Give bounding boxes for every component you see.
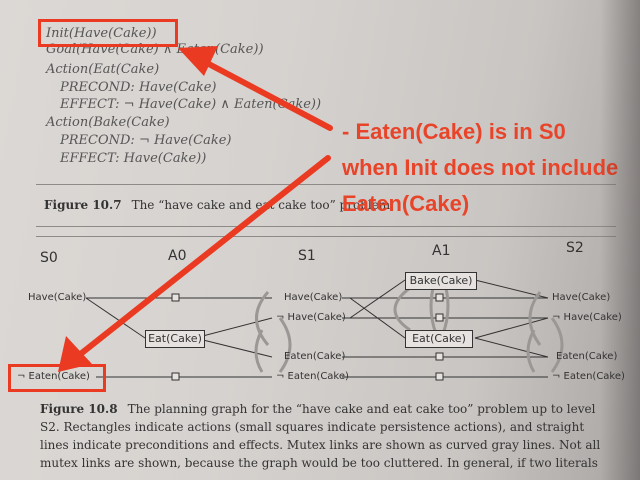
bake-action-line: Action(Bake(Cake) [46, 115, 170, 130]
a1-eat-cake: Eat(Cake) [405, 330, 473, 348]
annotation-callout: - Eaten(Cake) is in S0 when Init does no… [342, 114, 622, 222]
init-highlight-box [38, 19, 178, 47]
figure-divider [36, 184, 616, 185]
figure-10-8-caption-line: Figure 10.8 The planning graph for the “h… [40, 402, 595, 416]
figure-divider [36, 226, 616, 227]
figure-10-8-text: The planning graph for the “have cake an… [127, 402, 596, 416]
callout-line: when Init does not [342, 155, 536, 180]
figure-10-7-text: The “have cake and eat cake too” problem… [131, 198, 394, 212]
level-a0: A0 [168, 248, 187, 264]
s0-not-eaten-cake: ¬ Eaten(Cake) [17, 371, 90, 382]
eat-precond-line: PRECOND: Have(Cake) [60, 80, 217, 95]
eat-action-line: Action(Eat(Cake) [46, 62, 160, 77]
figure-10-8-caption-line: S2. Rectangles indicate actions (small s… [40, 420, 585, 434]
s1-not-have-cake: ¬ Have(Cake) [276, 312, 346, 323]
level-s0: S0 [40, 250, 58, 266]
figure-10-8-caption-line: lines indicate preconditions and effects… [40, 438, 601, 452]
a1-bake-cake: Bake(Cake) [405, 272, 477, 290]
init-line: Init(Have(Cake)) [46, 26, 157, 41]
s2-eaten-cake: Eaten(Cake) [556, 351, 618, 362]
s0-have-cake: Have(Cake) [28, 292, 87, 303]
s1-eaten-cake: Eaten(Cake) [284, 351, 346, 362]
callout-line: include Eaten(Cake) [342, 155, 619, 216]
callout-line: - Eaten(Cake) is in S0 [342, 119, 566, 144]
level-s2: S2 [566, 240, 584, 256]
eat-effect-line: EFFECT: ¬ Have(Cake) ∧ Eaten(Cake)) [60, 97, 322, 112]
bake-precond-line: PRECOND: ¬ Have(Cake) [60, 133, 232, 148]
figure-10-7-label: Figure 10.7 [44, 198, 122, 212]
not-eaten-highlight-box [8, 364, 106, 392]
s1-have-cake: Have(Cake) [284, 292, 343, 303]
level-s1: S1 [298, 248, 316, 264]
s2-not-have-cake: ¬ Have(Cake) [552, 312, 622, 323]
page-edge-shadow [600, 0, 640, 480]
figure-10-7-caption: Figure 10.7 The “have cake and eat cake t… [44, 198, 394, 212]
a0-eat-cake: Eat(Cake) [145, 330, 205, 348]
s1-not-eaten-cake: ¬ Eaten(Cake) [276, 371, 349, 382]
s2-not-eaten-cake: ¬ Eaten(Cake) [552, 371, 625, 382]
figure-10-8-caption-line: mutex links are shown, because the graph… [40, 456, 598, 470]
figure-10-8-label: Figure 10.8 [40, 402, 118, 416]
bake-effect-line: EFFECT: Have(Cake)) [60, 151, 207, 166]
level-a1: A1 [432, 243, 451, 259]
figure-divider [36, 236, 616, 237]
s2-have-cake: Have(Cake) [552, 292, 611, 303]
